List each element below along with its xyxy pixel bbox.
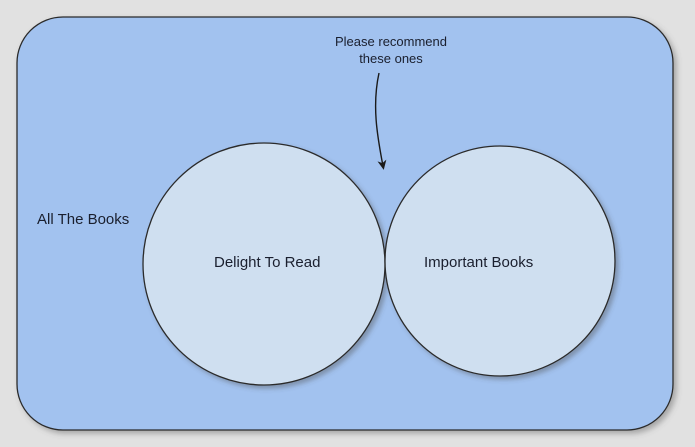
annotation-line-2: these ones (359, 51, 423, 66)
set-circle-right (384, 145, 616, 377)
set-circles-group (142, 142, 616, 386)
annotation-line-1: Please recommend (335, 34, 447, 49)
set-label-right: Important Books (424, 254, 534, 271)
callout-arrow (374, 72, 387, 170)
universe-label: All The Books (37, 211, 130, 228)
set-label-left: Delight To Read (214, 254, 321, 271)
annotation-callout: Please recommend these ones (324, 33, 458, 67)
